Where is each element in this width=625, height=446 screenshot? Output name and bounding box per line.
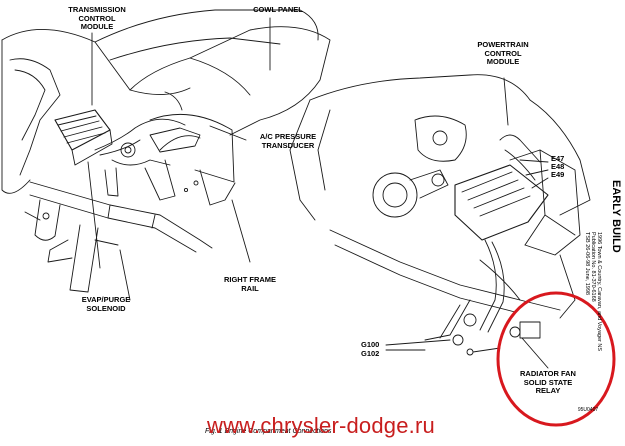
tsb-line-1: 1996 Town & Country, Caravan, and Voyage…	[596, 232, 602, 352]
figure-caption: Fig. 1 Engine Compartment Connections	[205, 428, 332, 435]
early-build-label: EARLY BUILD	[610, 180, 622, 253]
watermark-url: www.chrysler-dodge.ru	[207, 413, 435, 438]
label-g100: G100	[361, 340, 380, 349]
label-ac-pressure-transducer: A/C PRESSURE TRANSDUCER	[259, 132, 317, 150]
label-right-frame-rail: RIGHT FRAME RAIL	[223, 275, 277, 293]
label-transmission-control-module: TRANSMISSION CONTROL MODULE	[68, 5, 126, 31]
label-part-code: 95U0407	[577, 407, 599, 413]
right-view	[289, 74, 591, 369]
label-cowl-panel: COWL PANEL	[253, 5, 303, 14]
label-g102: G102	[361, 349, 380, 358]
label-e49: E49	[551, 170, 565, 179]
label-e48: E48	[551, 162, 565, 171]
label-powertrain-control-module: POWERTRAIN CONTROL MODULE	[477, 40, 529, 66]
label-radiator-fan-relay: RADIATOR FAN SOLID STATE RELAY	[520, 369, 576, 395]
label-e47: E47	[551, 154, 565, 163]
tsb-line-3: TSB 26-06-98 June, 1998	[584, 232, 590, 295]
radiator-fan-relay-highlight	[496, 291, 616, 427]
tsb-line-2: Publication No. 81-370-6168	[590, 232, 596, 302]
label-evap-purge-solenoid: EVAP/PURGE SOLENOID	[81, 295, 131, 313]
left-view	[1, 9, 331, 301]
